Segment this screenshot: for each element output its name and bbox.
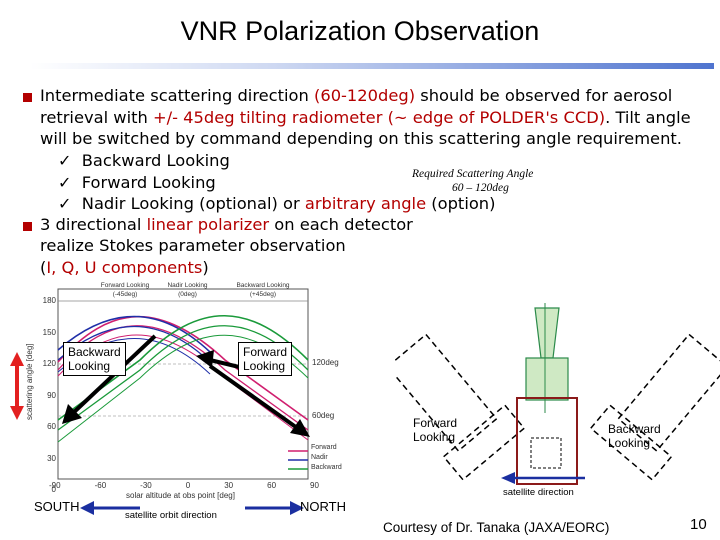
arrow-head: [196, 350, 214, 368]
backward-curve-1: [57, 315, 309, 421]
north-label: NORTH: [300, 499, 346, 514]
bullet-marker: [23, 93, 32, 102]
tilted-right-outline: [589, 333, 720, 481]
column-header-forward: Forward Looking (-45deg): [100, 282, 150, 298]
backward-looking-label: Backward Looking: [608, 422, 661, 450]
check-item-nadir: ✓ Nadir Looking (optional) or arbitrary …: [58, 194, 496, 213]
satellite-direction-label: satellite direction: [503, 487, 574, 498]
bullet-1-line-1: Intermediate scattering direction (60-12…: [40, 86, 673, 105]
bullet-2-line-1: 3 directional linear polarizer on each d…: [40, 215, 413, 234]
y-ticks: 180 150 120 90 60 30 0: [36, 285, 56, 506]
bullet-marker: [23, 222, 32, 231]
legend-nadir: Nadir: [311, 454, 328, 461]
x-tick: 30: [224, 481, 234, 490]
orbit-direction-label: satellite orbit direction: [125, 510, 217, 521]
arrow-head: [290, 501, 304, 515]
legend-backward: Backward: [311, 464, 342, 471]
instrument-drawing: [395, 303, 720, 485]
check-icon: ✓: [58, 173, 72, 192]
callout-backward-looking: Backward Looking: [63, 342, 126, 376]
arrow-head: [290, 419, 310, 437]
x-ticks: -90 -60 -30 0 30 60 90: [49, 481, 319, 490]
arrow-head: [501, 472, 515, 484]
optical-beam: [534, 307, 560, 359]
x-tick: -90: [49, 481, 61, 490]
bullet-2-line-3: (I, Q, U components): [40, 258, 209, 277]
check-icon: ✓: [58, 151, 72, 170]
scattering-angle-figure: scattering angle [deg] 180 150 120 90 60…: [0, 280, 360, 521]
label-120deg: 120deg: [312, 358, 339, 367]
x-tick: -30: [140, 481, 152, 490]
required-angle-range: 60 – 120deg: [452, 182, 509, 194]
credit-line: Courtesy of Dr. Tanaka (JAXA/EORC): [383, 520, 610, 535]
tilted-left-outline: [395, 333, 526, 481]
bullet-1-line-2: retrieval with +/- 45deg tilting radiome…: [40, 108, 691, 127]
y-tick: 90: [47, 390, 56, 400]
x-tick: 0: [185, 481, 191, 490]
arrow-head: [80, 501, 94, 515]
x-tick: -60: [94, 481, 107, 490]
scattering-angle-plot: [10, 288, 310, 515]
x-tick: 90: [310, 481, 319, 490]
forward-looking-arrow-to-60: [208, 364, 302, 432]
y-axis-label: scattering angle [deg]: [25, 343, 34, 421]
lens-housing: [525, 357, 569, 401]
slide-title: VNR Polarization Observation: [180, 16, 540, 46]
plot-frame: [57, 288, 309, 480]
column-header-nadir: Nadir Looking (0deg): [167, 282, 208, 298]
y-tick: 150: [42, 327, 56, 337]
south-label: SOUTH: [34, 499, 80, 514]
label-60deg: 60deg: [312, 411, 335, 420]
forward-looking-label: Forward Looking: [413, 416, 458, 444]
title-divider: [30, 63, 714, 69]
y-tick: 60: [47, 422, 56, 431]
y-tick: 0: [51, 485, 56, 494]
check-item-forward: ✓ Forward Looking: [58, 173, 216, 192]
bullet-2-line-2: realize Stokes parameter observation: [40, 236, 346, 255]
detector-box: [530, 437, 562, 469]
callout-forward-looking: Forward Looking: [238, 342, 293, 376]
y-tick: 180: [42, 296, 56, 305]
nadir-curve-1: [57, 315, 211, 353]
arrow-head-up: [10, 352, 24, 366]
instrument-diagram: Forward Looking Backward Looking satelli…: [395, 288, 720, 518]
required-angle-label: Required Scattering Angle: [412, 168, 534, 180]
y-tick: 120: [42, 359, 56, 368]
y-tick: 30: [47, 453, 56, 463]
legend-forward: Forward: [311, 444, 337, 451]
arrow-head-down: [10, 406, 24, 420]
x-axis-label: solar altitude at obs point [deg]: [126, 491, 235, 500]
page-number: 10: [690, 516, 707, 533]
x-tick: 60: [267, 481, 277, 490]
arrow-head: [62, 404, 82, 424]
instrument-body: [516, 397, 578, 485]
column-header-backward: Backward Looking (+45deg): [236, 282, 290, 298]
bullet-1-line-3: will be switched by command depending on…: [40, 129, 682, 148]
check-icon: ✓: [58, 194, 72, 213]
check-item-backward: ✓ Backward Looking: [58, 151, 230, 170]
